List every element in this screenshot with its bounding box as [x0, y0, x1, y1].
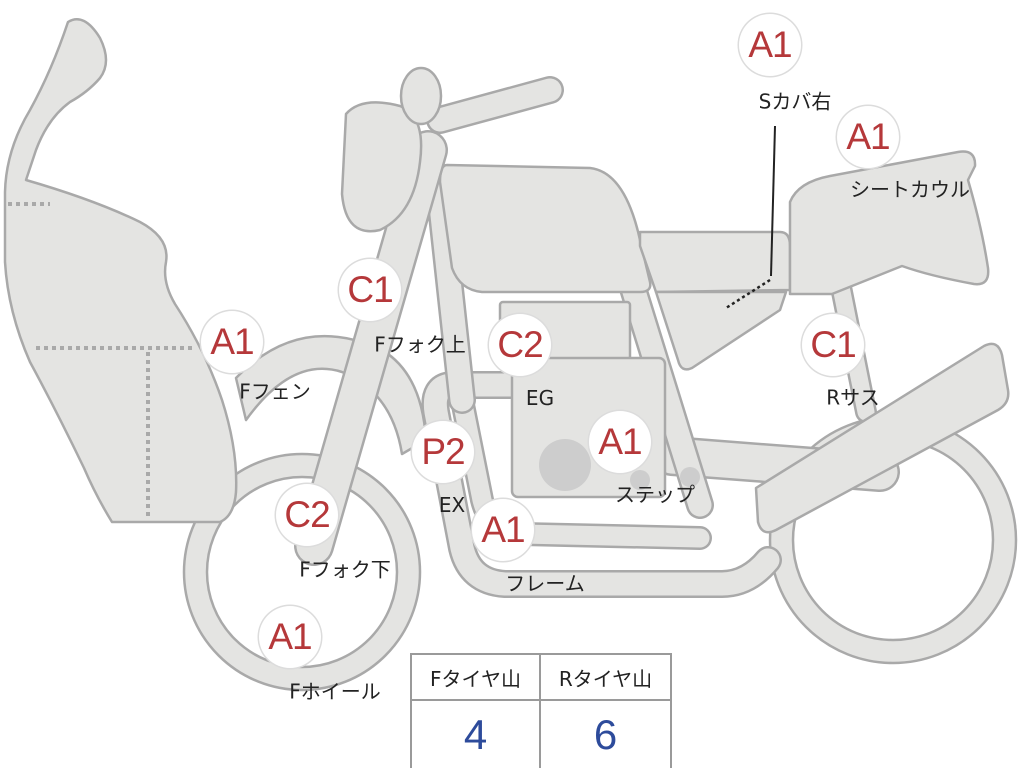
muffler [754, 342, 1010, 534]
grade-text: C2 [284, 494, 330, 535]
mirror [399, 66, 443, 126]
grade-text: A1 [598, 421, 642, 462]
rear-tire-tread-header: Rタイヤ山 [541, 655, 670, 701]
grade-badge-engine: C2 [489, 314, 551, 376]
part-label-side-cover-right: Sカバ右 [758, 89, 832, 114]
front-tire-tread-value: 4 [412, 701, 541, 768]
grade-badge-exhaust: P2 [412, 421, 474, 483]
part-label-step: ステップ [615, 482, 695, 507]
grade-text: C1 [810, 324, 856, 365]
part-label-front-fender: Fフェン [239, 379, 311, 404]
grade-badge-front-fender: A1 [201, 311, 263, 373]
part-label-exhaust: EX [438, 493, 466, 517]
grade-badge-seat-cowl: A1 [837, 106, 899, 168]
part-label-front-wheel: Fホイール [289, 679, 381, 704]
front-fairing [3, 18, 238, 524]
front-fork [294, 130, 448, 566]
side-cover-leader-line [770, 125, 776, 277]
step-peg-left [630, 470, 650, 490]
grade-badge-frame: A1 [472, 499, 534, 561]
part-label-rear-suspension: Rサス [826, 385, 880, 410]
grade-text: A1 [748, 24, 792, 65]
side-cover [654, 290, 788, 371]
rear-tire-tread-value: 6 [593, 710, 618, 758]
grade-text: A1 [268, 616, 312, 657]
step-peg-right [680, 467, 700, 487]
handlebar [426, 76, 564, 134]
side-cover-leader-dashed [725, 278, 771, 310]
grade-text: P2 [421, 431, 465, 472]
grade-badge-rear-suspension: C1 [802, 314, 864, 376]
front-down-tube [424, 164, 476, 414]
grade-text: C2 [497, 324, 543, 365]
part-label-front-fork-lower: Fフォク下 [299, 557, 391, 582]
part-label-front-fork-upper: Fフォク上 [374, 332, 466, 357]
part-label-frame: フレーム [505, 571, 585, 596]
seat-cowl [788, 150, 990, 296]
front-wheel [182, 452, 422, 692]
part-label-seat-cowl: シートカウル [850, 177, 970, 202]
part-label-engine: EG [525, 386, 555, 410]
headlight [340, 101, 423, 233]
grade-text: A1 [481, 509, 525, 550]
grade-text: A1 [846, 116, 890, 157]
grade-badge-front-wheel: A1 [259, 606, 321, 668]
exhaust-pipe [421, 371, 782, 598]
tire-tread-table: Fタイヤ山 Rタイヤ山 4 6 [410, 653, 672, 768]
front-rim-inner [205, 475, 399, 669]
grade-badge-front-fork-lower: C2 [276, 484, 338, 546]
grade-text: A1 [210, 321, 254, 362]
seat [638, 230, 792, 294]
grade-badge-front-fork-upper: C1 [339, 259, 401, 321]
fuel-tank [438, 163, 652, 294]
engine-cover [539, 439, 591, 491]
front-tire-tread-header: Fタイヤ山 [412, 655, 541, 701]
grade-badge-side-cover-right: A1 [739, 14, 801, 76]
grade-text: C1 [347, 269, 393, 310]
grade-badge-step: A1 [589, 411, 651, 473]
